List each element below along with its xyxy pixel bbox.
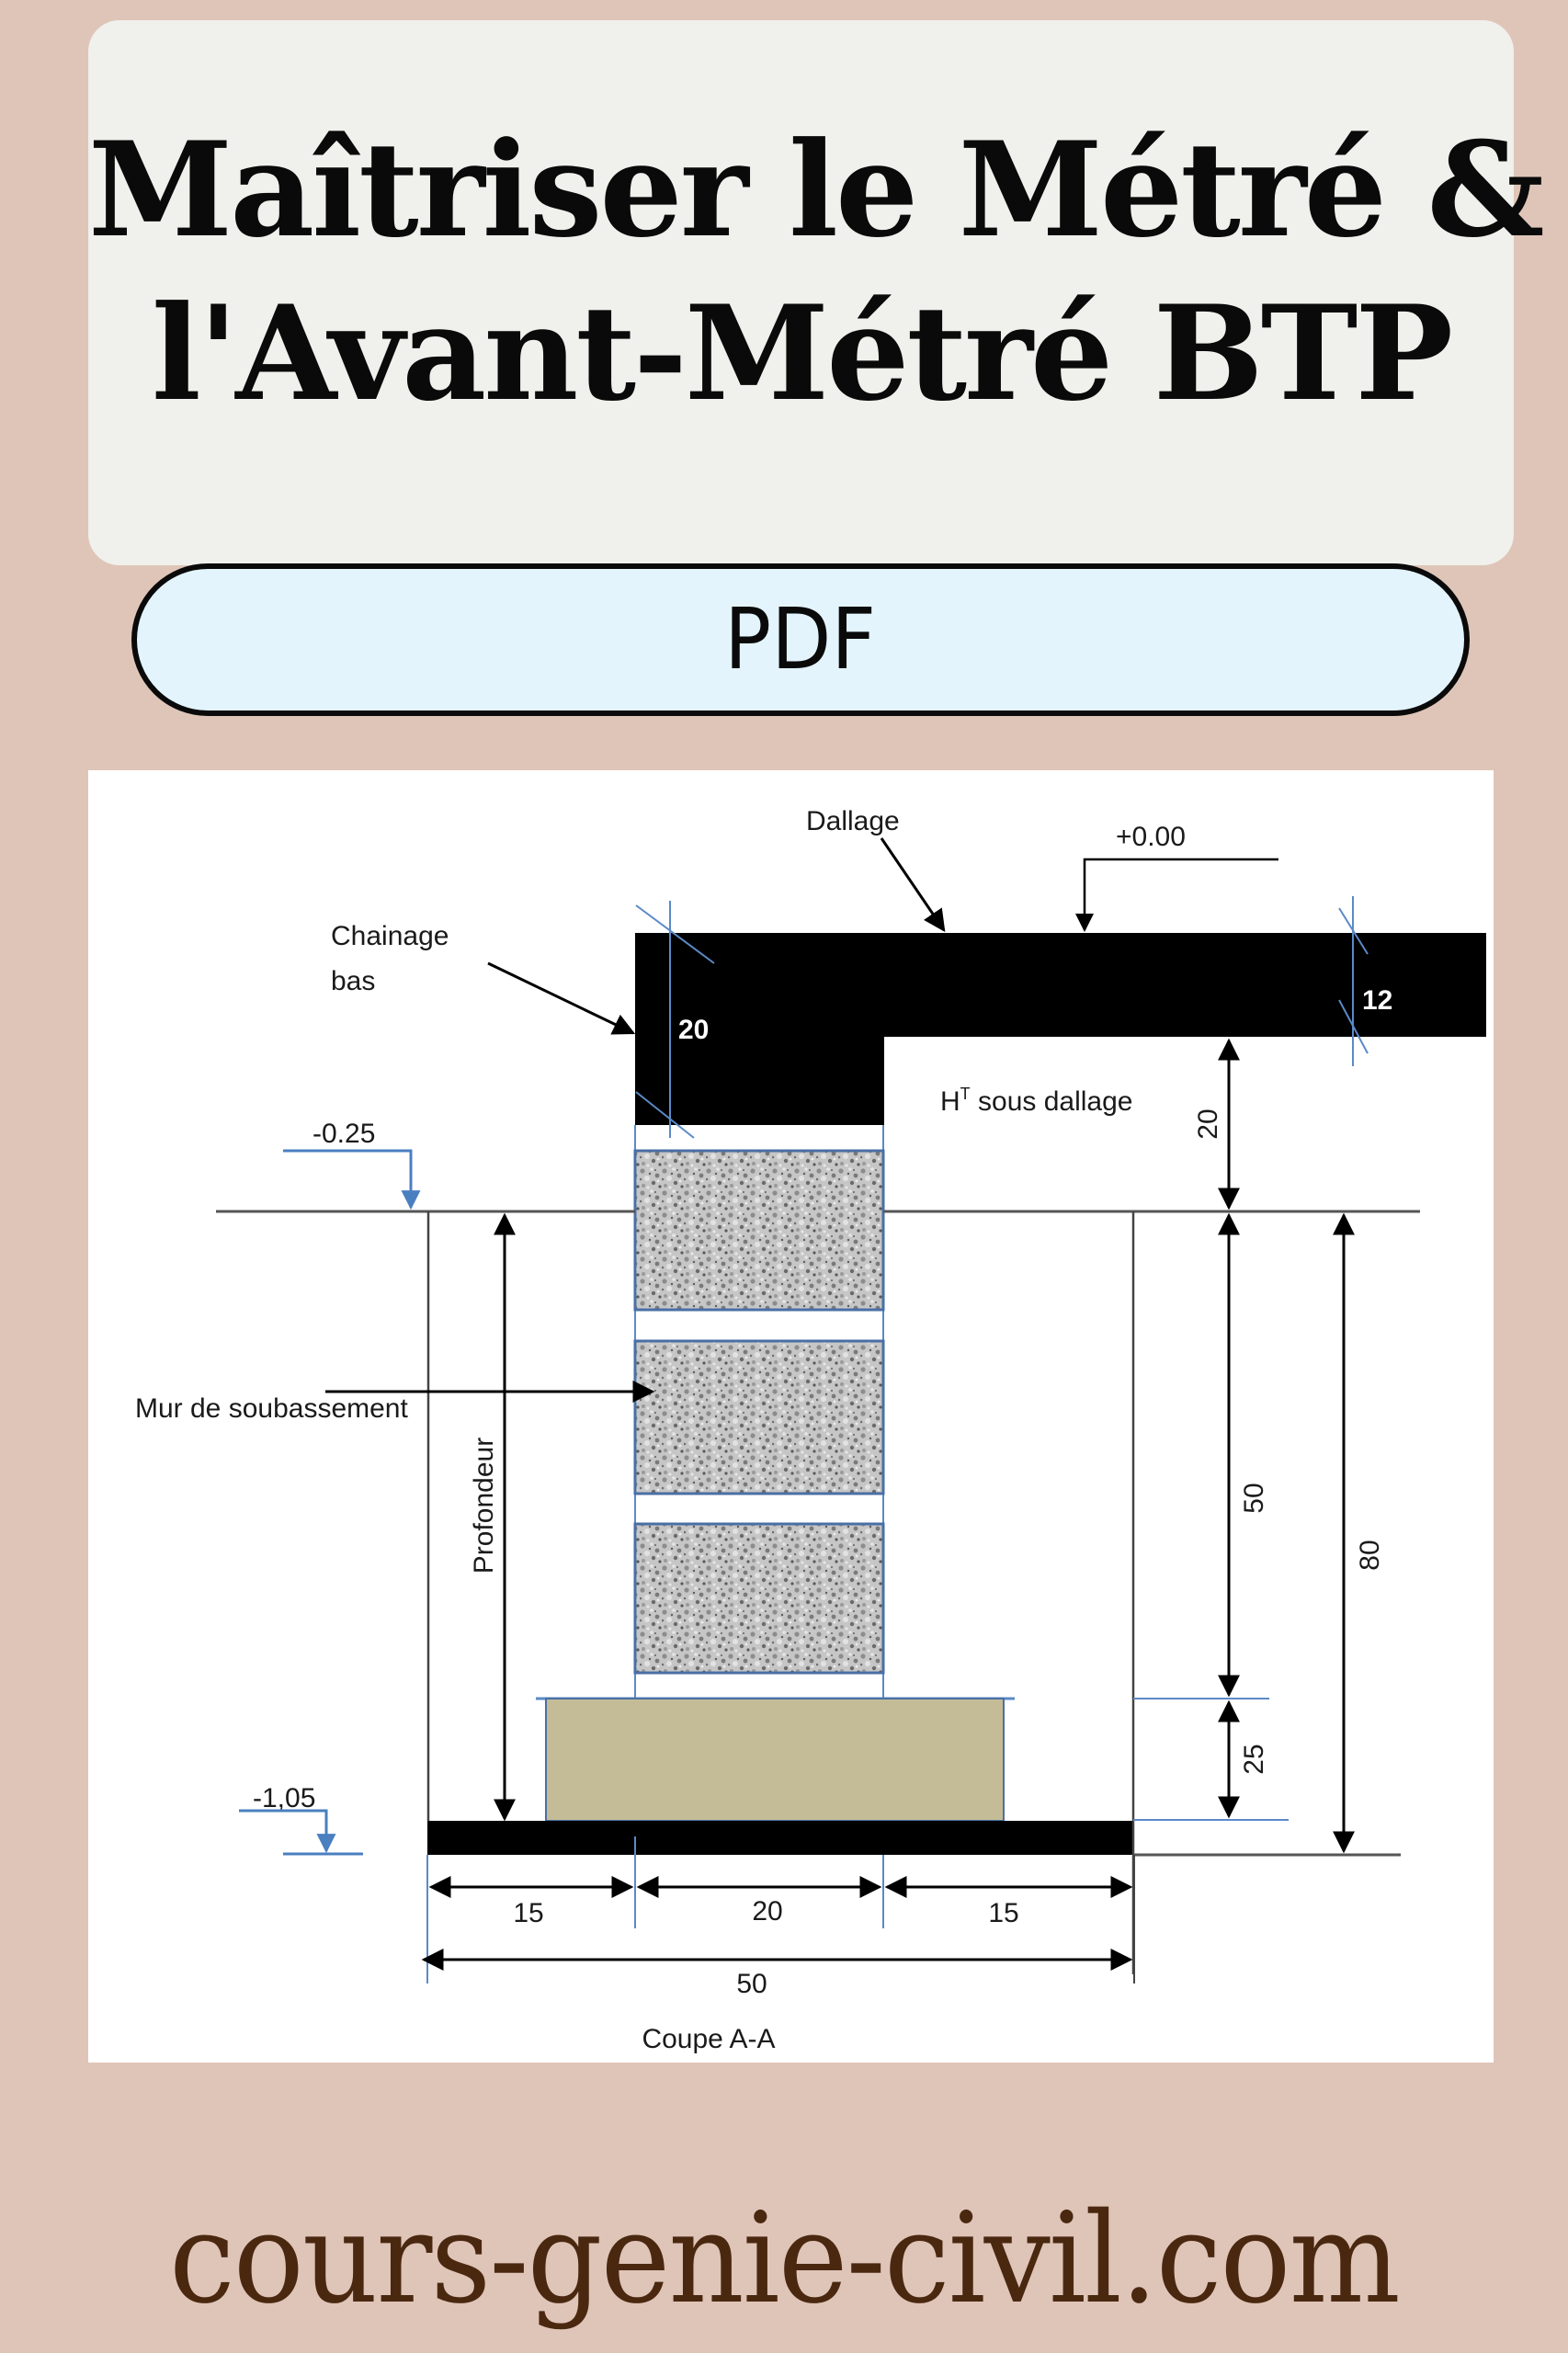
page-title: Maîtriser le Métré & l'Avant-Métré BTP [88, 108, 1545, 436]
level-bottom-label: -1,05 [253, 1783, 315, 1813]
ht-sous-dallage-label: HT sous dallage [940, 1085, 1132, 1117]
dallage-slab [635, 933, 1486, 1125]
pdf-badge-label: PDF [724, 590, 877, 688]
wall-block-2 [633, 1339, 885, 1495]
depth-label: Profondeur [469, 1438, 499, 1574]
width-mid-label: 20 [752, 1896, 782, 1927]
section-caption: Coupe A-A [642, 2024, 775, 2054]
width-left-label: 15 [513, 1898, 543, 1928]
title-line-2: l'Avant-Métré BTP [151, 278, 1453, 430]
title-line-1: Maîtriser le Métré & [88, 114, 1545, 267]
level-ground-label: -0.25 [312, 1119, 375, 1149]
footing-height-label: 25 [1239, 1744, 1269, 1774]
chainage-height-label: 20 [678, 1015, 709, 1045]
footing [545, 1698, 1005, 1822]
site-url[interactable]: cours-genie-civil.com [169, 2187, 1401, 2332]
chainage-label-line1: Chainage [331, 921, 449, 951]
wall-height-label: 50 [1239, 1483, 1269, 1513]
ht-dimension-label: 20 [1193, 1108, 1223, 1139]
wall-label: Mur de soubassement [135, 1393, 408, 1424]
pdf-badge[interactable]: PDF [131, 563, 1470, 716]
width-total-label: 50 [736, 1969, 767, 1999]
base-strip [427, 1821, 1134, 1855]
section-drawing-panel: Profondeur 20 50 25 80 12 20 Dallage +0.… [88, 770, 1494, 2063]
chainage-label-line2: bas [331, 966, 375, 996]
foundation-section-diagram: Profondeur 20 50 25 80 12 20 Dallage +0.… [135, 806, 1486, 2054]
dallage-label: Dallage [806, 806, 900, 836]
level-top-label: +0.00 [1116, 822, 1186, 852]
width-right-label: 15 [988, 1898, 1018, 1928]
total-height-label: 80 [1355, 1540, 1385, 1570]
title-card: Maîtriser le Métré & l'Avant-Métré BTP [88, 20, 1545, 565]
slab-thickness-label: 12 [1362, 985, 1392, 1016]
wall-block-1 [633, 1149, 885, 1312]
wall-block-3 [633, 1522, 885, 1675]
